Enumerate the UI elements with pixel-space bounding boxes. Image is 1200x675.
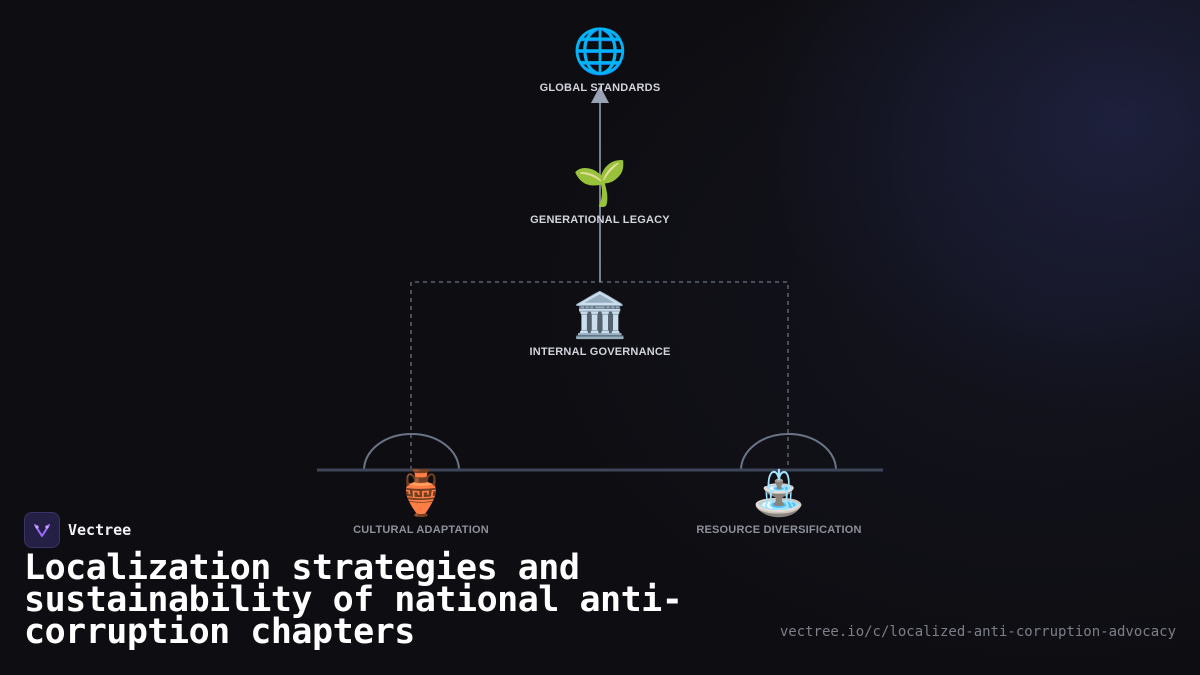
brand-name: Vectree [68,521,132,539]
fountain-icon: ⛲ [751,468,807,519]
page-title: Localization strategies and sustainabili… [24,548,683,652]
node-cultural-adaptation: 🏺 CULTURAL ADAPTATION [271,468,571,536]
arrow-head [591,86,609,103]
classical-building-icon: 🏛️ [572,290,628,341]
node-label: INTERNAL GOVERNANCE [529,346,671,358]
brand[interactable]: Vectree [24,512,131,548]
node-label: CULTURAL ADAPTATION [353,524,489,536]
node-label: GENERATIONAL LEGACY [530,214,670,226]
source-url[interactable]: vectree.io/c/localized-anti-corruption-a… [779,624,1176,640]
left-arch [363,433,460,471]
right-arch [740,433,837,471]
node-generational-legacy: 🌱 GENERATIONAL LEGACY [450,158,750,226]
globe-icon: 🌐 [572,26,628,77]
amphora-icon: 🏺 [393,468,449,519]
node-resource-diversification: ⛲ RESOURCE DIVERSIFICATION [629,468,929,536]
seedling-icon: 🌱 [572,158,628,209]
node-global-standards: 🌐 GLOBAL STANDARDS [450,26,750,94]
vectree-logo-icon [24,512,60,548]
node-label: GLOBAL STANDARDS [539,82,661,94]
node-internal-governance: 🏛️ INTERNAL GOVERNANCE [450,290,750,358]
node-label: RESOURCE DIVERSIFICATION [696,524,862,536]
